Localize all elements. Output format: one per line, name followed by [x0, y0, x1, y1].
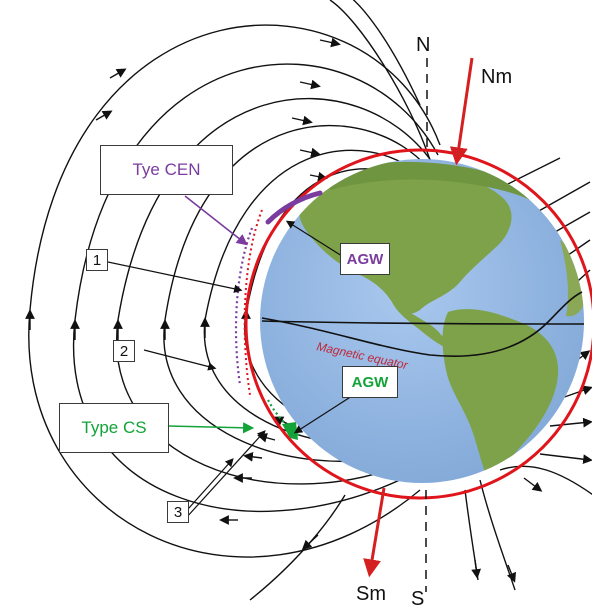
tye-cen-text: Tye CEN — [132, 160, 201, 179]
type-cs-text: Type CS — [81, 418, 147, 437]
label-south-magnetic: Sm — [356, 583, 386, 605]
number-box-3: 3 — [167, 501, 189, 523]
num2-pointer — [143, 349, 217, 371]
continents — [299, 161, 584, 483]
label-north-magnetic: Nm — [481, 66, 513, 88]
agw-bottom-box: AGW — [342, 366, 398, 398]
earth — [260, 159, 585, 483]
agw-top-pointer — [285, 220, 343, 257]
dotted-red-arc — [243, 209, 263, 396]
magnetic-axis-south-arrow — [363, 487, 386, 578]
number-box-2: 2 — [113, 340, 135, 362]
number-box-1: 1 — [86, 249, 108, 271]
agw-bottom-pointer — [293, 395, 353, 434]
agw-top-text: AGW — [346, 250, 384, 268]
dotted-green-arc — [267, 399, 301, 437]
magnetic-axis-north-arrow — [449, 57, 474, 166]
magnetosphere-circle — [244, 148, 592, 500]
num3-pointer-b — [185, 430, 266, 519]
tye-cen-box: Tye CEN — [100, 145, 233, 195]
type-cs-box: Type CS — [59, 403, 169, 453]
label-south: S — [411, 588, 425, 610]
agw-bottom-text: AGW — [351, 373, 389, 391]
agw-top-box: AGW — [340, 243, 390, 275]
purple-agw-arc — [265, 190, 323, 225]
num1-pointer — [107, 261, 243, 293]
type-cs-pointer — [167, 422, 255, 434]
label-north: N — [416, 34, 431, 56]
tye-cen-pointer — [184, 195, 248, 246]
